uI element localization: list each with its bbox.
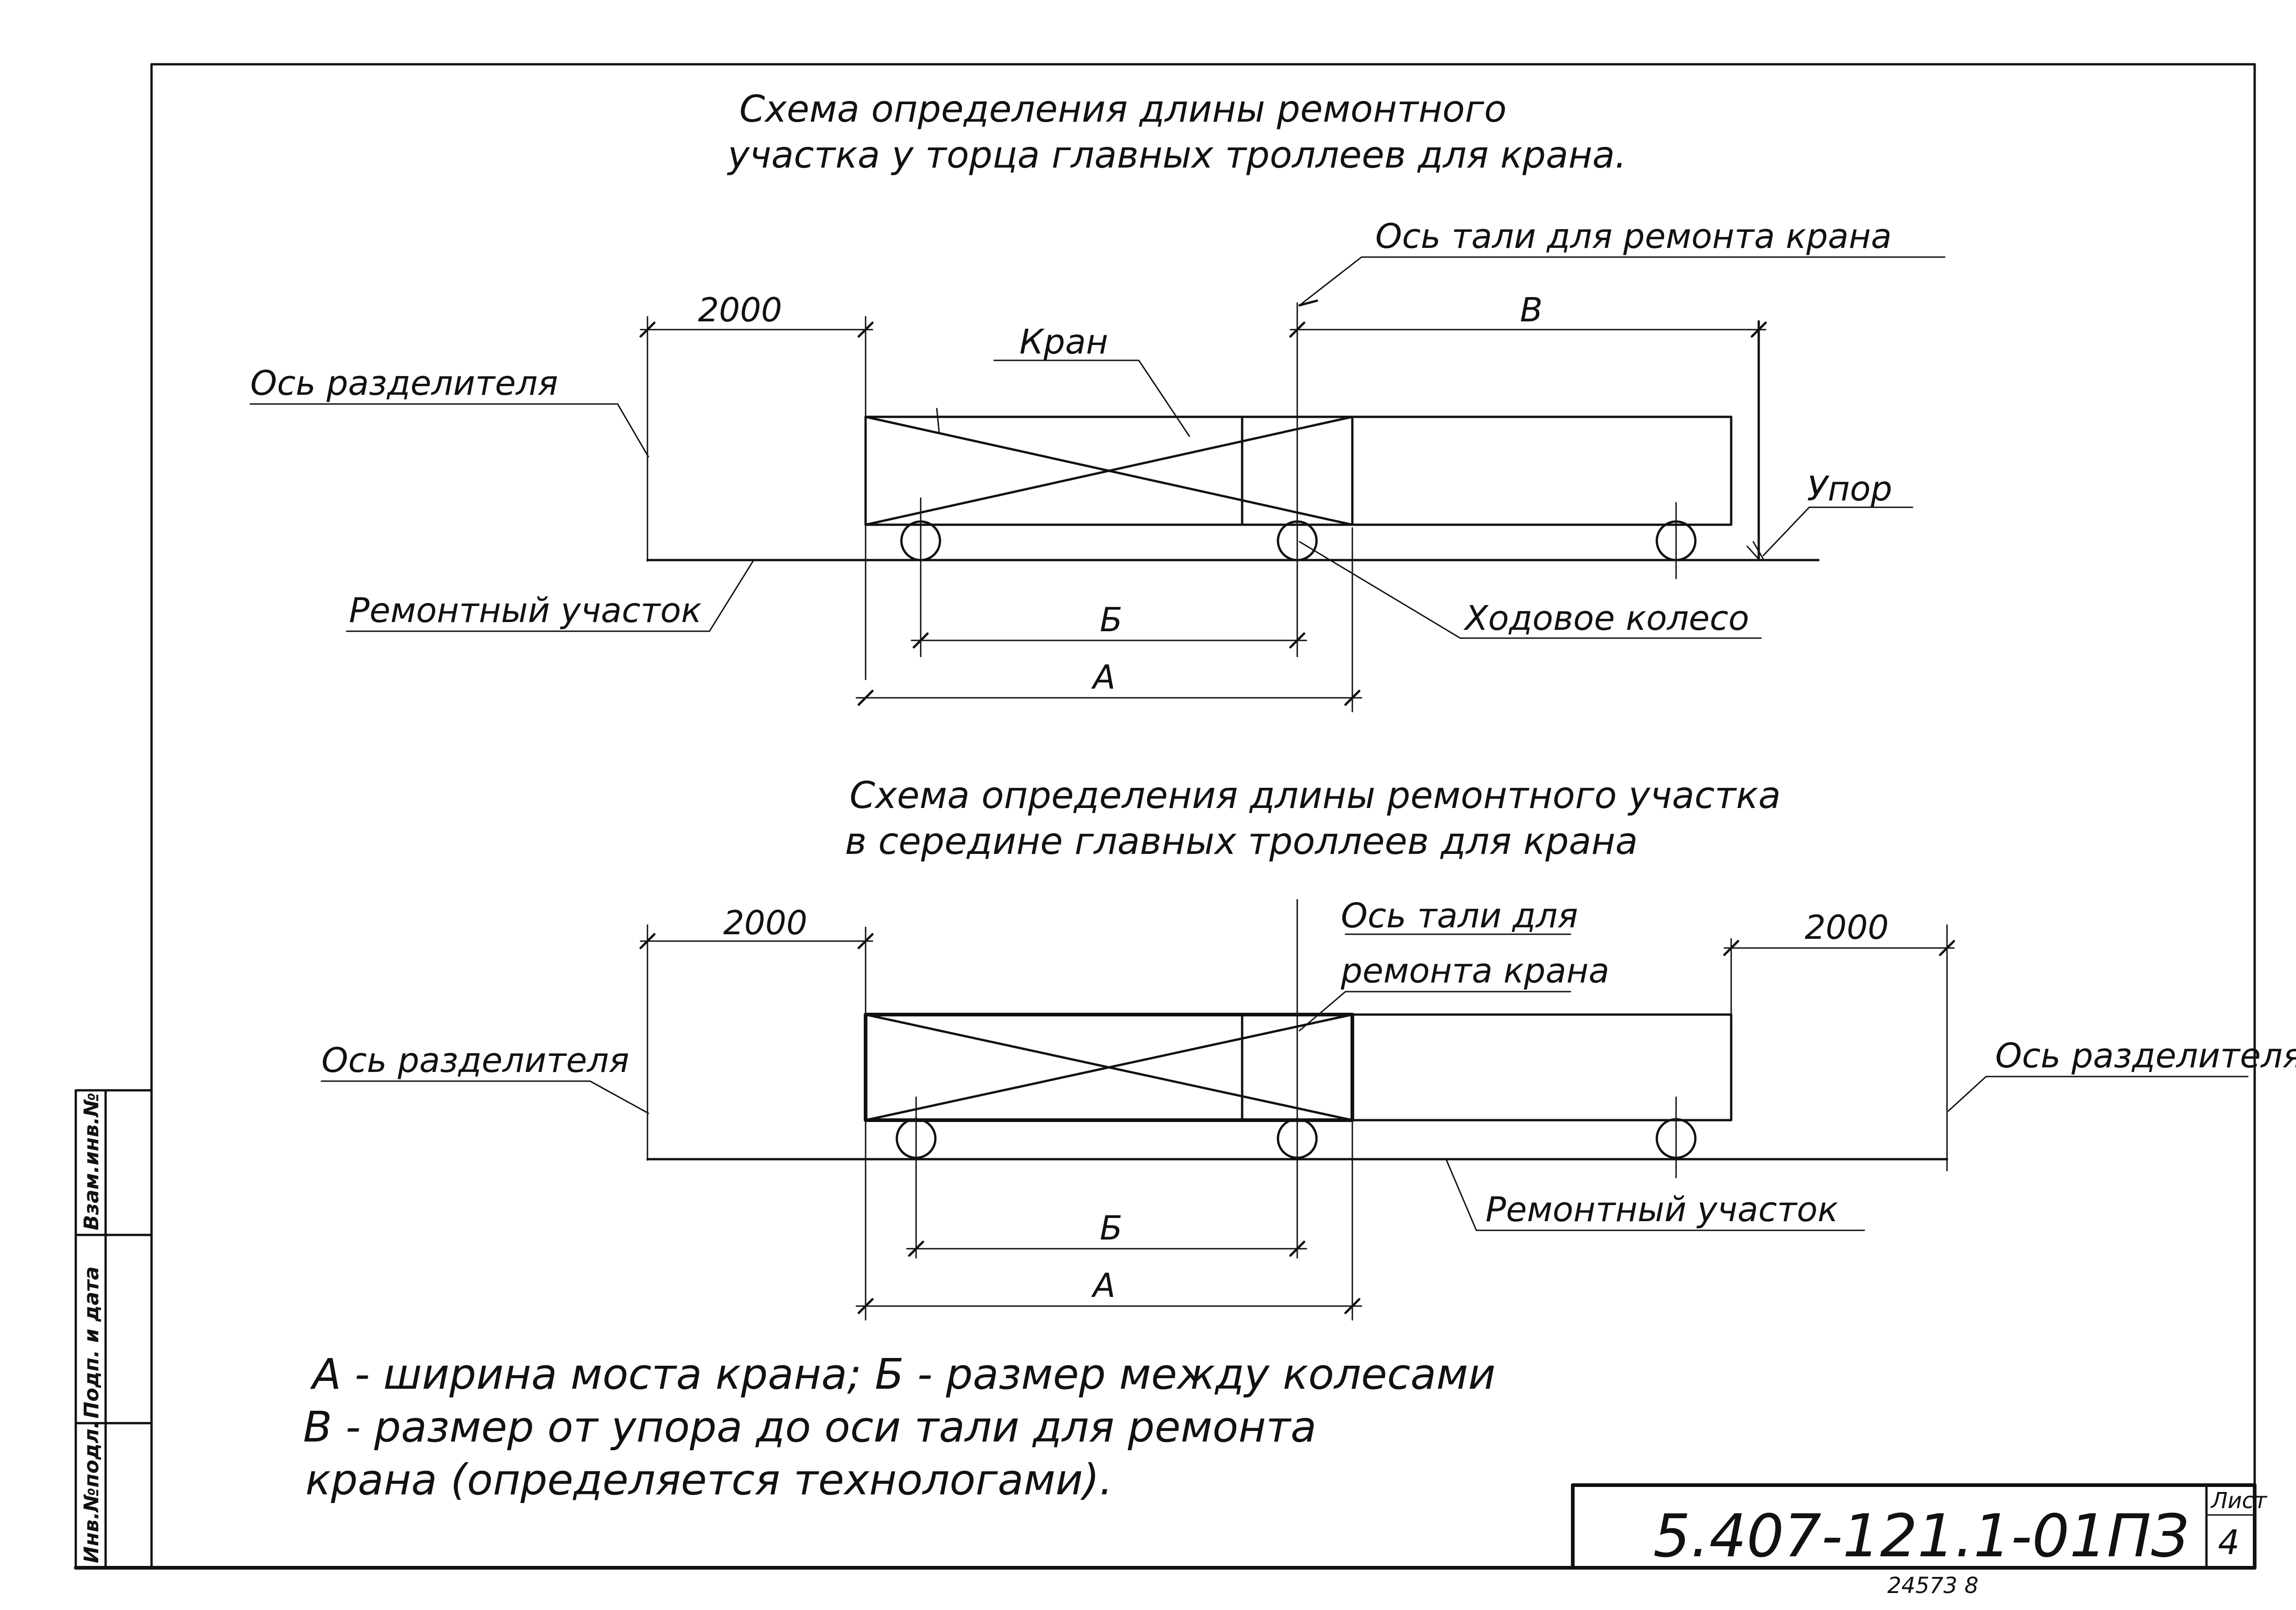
stamp-field-signature: Подп. и дата [80, 1266, 103, 1419]
side-stamp: Инв.№подл. Подп. и дата Взам.инв.№ [74, 1089, 153, 1569]
scheme-2-title-line-1: Схема определения длины ремонтного участ… [850, 774, 1781, 817]
scheme-2-leader-axis-divider-left: Ось разделителя [321, 1041, 649, 1114]
scheme-2-label-axis-divider-left: Ось разделителя [321, 1041, 629, 1080]
scheme-1-dim-a: А [855, 527, 1362, 712]
scheme-1-leader-repair-section: Ремонтный участок [346, 560, 754, 632]
scheme-1-leader-axis-divider: Ось разделителя [249, 364, 649, 458]
scheme-1-label-repair-section: Ремонтный участок [349, 591, 702, 630]
stamp-field-inventory: Инв.№подл. [80, 1421, 103, 1563]
scheme-1: Схема определения длины ремонтного участ… [249, 88, 1946, 712]
archive-number: 24573 8 [1887, 1573, 1979, 1599]
scheme-2: Схема определения длины ремонтного участ… [321, 774, 2296, 1321]
scheme-1-title-line-2: участка у торца главных троллеев для кра… [727, 134, 1626, 176]
sheet-number: 4 [2218, 1523, 2240, 1562]
legend-notes: А - ширина моста крана; Б - размер между… [303, 1350, 1496, 1504]
scheme-2-dim-b: Б [906, 1209, 1307, 1257]
scheme-2-dim-b-label: Б [1100, 1209, 1122, 1247]
note-line-1: А - ширина моста крана; Б - размер между… [310, 1350, 1496, 1399]
doc-code: 5.407-121.1-01ПЗ [1653, 1502, 2189, 1571]
scheme-2-crane-body [864, 1013, 1733, 1122]
scheme-2-title-line-2: в середине главных троллеев для крана [845, 820, 1638, 863]
scheme-1-crane-body [864, 408, 1733, 526]
scheme-2-dim-2000-right-label: 2000 [1805, 908, 1889, 947]
scheme-1-label-axis-divider: Ось разделителя [250, 364, 558, 403]
note-line-3: крана (определяется технологами). [305, 1455, 1113, 1504]
scheme-1-dim-v-label: В [1520, 291, 1542, 329]
scheme-1-dim-2000-label: 2000 [698, 291, 782, 329]
scheme-1-leader-axis-hoist: Ось тали для ремонта крана [1298, 217, 1946, 307]
sheet-label: Лист [2210, 1488, 2268, 1514]
scheme-2-label-axis-hoist-line-2: ремонта крана [1340, 951, 1609, 991]
scheme-2-label-axis-divider-right: Ось разделителя [1995, 1036, 2296, 1076]
scheme-2-dim-a-label: А [1091, 1266, 1115, 1305]
scheme-2-leader-axis-hoist: Ось тали для ремонта крана [1299, 896, 1609, 1032]
scheme-1-label-running-wheel: Ходовое колесо [1463, 599, 1749, 638]
scheme-1-dim-2000: 2000 [639, 291, 874, 680]
scheme-2-label-axis-hoist-line-1: Ось тали для [1341, 896, 1578, 936]
scheme-1-dim-b: Б [911, 600, 1307, 649]
scheme-2-dim-a: А [855, 1122, 1362, 1321]
scheme-2-leader-axis-divider-right: Ось разделителя [1947, 1036, 2296, 1112]
scheme-1-label-stop: Упор [1807, 469, 1892, 509]
scheme-1-leader-running-wheel: Ходовое колесо [1299, 541, 1762, 639]
stamp-field-replacement: Взам.инв.№ [80, 1093, 103, 1230]
scheme-2-dim-2000-left-label: 2000 [723, 903, 807, 942]
scheme-2-leader-repair-section: Ремонтный участок [1446, 1159, 1865, 1231]
scheme-2-label-repair-section: Ремонтный участок [1486, 1190, 1838, 1229]
scheme-2-wheels [895, 899, 1697, 1259]
scheme-2-dim-2000-right: 2000 [1723, 908, 1955, 956]
scheme-1-label-axis-hoist: Ось тали для ремонта крана [1375, 217, 1892, 256]
scheme-1-dim-v: В [1289, 291, 1767, 506]
scheme-1-dim-b-label: Б [1100, 600, 1122, 639]
scheme-2-dim-2000-left: 2000 [639, 903, 874, 1321]
scheme-1-stop: Упор [1746, 320, 1913, 561]
scheme-1-dim-a-label: А [1091, 658, 1115, 696]
scheme-1-label-crane: Кран [1019, 322, 1108, 362]
scheme-1-wheels [900, 497, 1697, 657]
title-block: 5.407-121.1-01ПЗ Лист 4 24573 8 [1571, 1483, 2268, 1599]
note-line-2: В - размер от упора до оси тали для ремо… [303, 1402, 1317, 1452]
scheme-1-title-line-1: Схема определения длины ремонтного [739, 88, 1507, 130]
scheme-1-leader-crane: Кран [993, 322, 1190, 437]
